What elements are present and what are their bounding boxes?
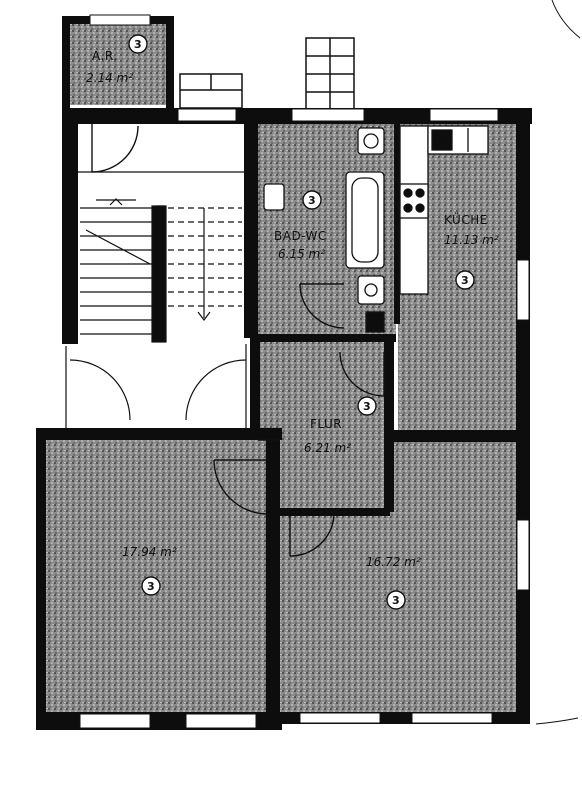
badge-zimmer-rechts: 3 [386, 590, 406, 610]
door-kueche [339, 351, 385, 397]
bathroom-fixtures [263, 127, 385, 333]
door-stair-top [91, 124, 139, 173]
label-kueche: KÜCHE [444, 211, 488, 227]
badge-kueche: 3 [455, 270, 475, 290]
windows [79, 14, 530, 729]
window-left-bottom-2 [185, 713, 257, 729]
area-bad-wc: 6.15 m² [278, 247, 325, 261]
label-bad-wc: BAD-WC [274, 229, 327, 243]
toilet [357, 275, 385, 305]
area-flur: 6.21 m² [304, 441, 351, 455]
badge-bad-wc: 3 [302, 190, 322, 210]
window-stair [177, 108, 237, 122]
floor-zimmer-links [46, 440, 268, 712]
window-kueche [429, 108, 499, 122]
svg-text:3: 3 [461, 274, 469, 287]
area-zimmer-links: 17.94 m² [122, 545, 177, 559]
corner-marks [535, 0, 581, 725]
window-right-side [516, 519, 530, 591]
svg-text:3: 3 [147, 580, 155, 593]
svg-text:3: 3 [363, 400, 371, 413]
window-kueche-side [516, 259, 530, 321]
chimneys [179, 37, 355, 111]
floor-abstellraum [70, 23, 168, 105]
area-kueche: 11.13 m² [444, 233, 499, 247]
window-ar [89, 14, 151, 26]
label-abstellraum: A.R. [92, 49, 118, 63]
floor-fills [46, 23, 516, 714]
window-bad [291, 108, 365, 122]
svg-text:3: 3 [392, 594, 400, 607]
landing [65, 344, 250, 428]
window-right-bottom-2 [411, 712, 493, 724]
badge-flur: 3 [357, 396, 377, 416]
stove [399, 183, 429, 219]
floor-zimmer-rechts [280, 440, 516, 714]
door-bad [299, 283, 345, 329]
door-zimmer-links [213, 459, 269, 515]
heater-bad [263, 183, 285, 211]
room-labels: A.R. 2.14 m² BAD-WC 6.15 m² KÜCHE 11.13 … [86, 49, 499, 569]
window-left-bottom-1 [79, 713, 151, 729]
area-zimmer-rechts: 16.72 m² [366, 555, 421, 569]
washbasin [357, 127, 385, 155]
svg-text:3: 3 [308, 194, 316, 207]
room-badges: 3 3 3 3 3 3 [128, 34, 475, 610]
badge-zimmer-links: 3 [141, 576, 161, 596]
window-right-bottom-1 [299, 712, 381, 724]
kitchen-fixtures [399, 125, 489, 295]
staircase [78, 124, 244, 344]
area-abstellraum: 2.14 m² [86, 71, 133, 85]
doors [91, 124, 385, 557]
door-zimmer-rechts [289, 515, 335, 557]
badge-abstellraum: 3 [128, 34, 148, 54]
label-flur: FLUR [310, 417, 342, 431]
bathtub [345, 171, 385, 269]
svg-text:3: 3 [134, 38, 142, 51]
